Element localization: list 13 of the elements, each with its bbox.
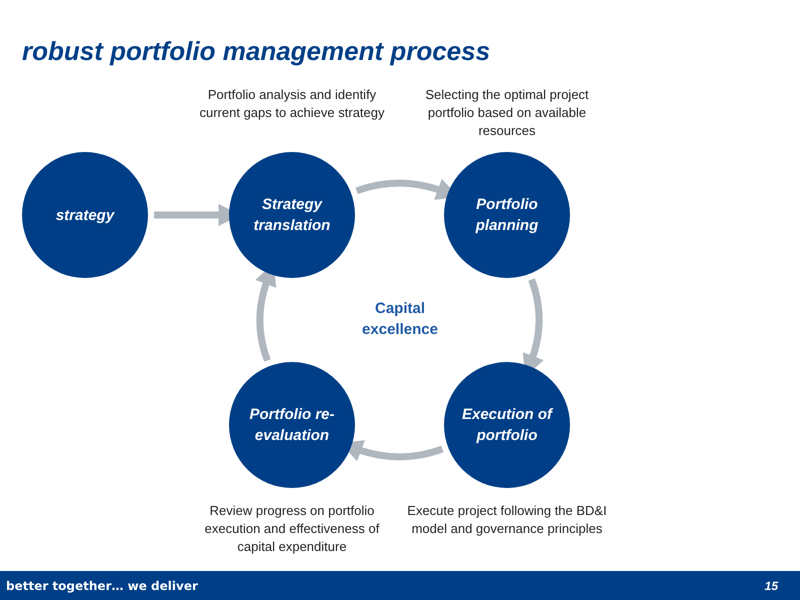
step-description: Execute project following the BD&I model and governance principles <box>407 502 607 538</box>
step-description: Review progress on portfolio execution and effectiveness of capital expenditure <box>204 502 380 556</box>
node-label: Strategy translation <box>252 195 332 236</box>
step-description: Portfolio analysis and identify current gaps to achieve strategy <box>198 86 386 122</box>
slide-title: robust portfolio management process <box>22 35 490 68</box>
node-label: Portfolio planning <box>474 195 540 236</box>
footer-tagline: better together… we deliver <box>6 578 198 595</box>
node-label: strategy <box>56 206 114 226</box>
page-number: 15 <box>764 578 778 595</box>
node-label: Portfolio re-evaluation <box>248 405 336 446</box>
node-label: Execution of portfolio <box>460 405 554 446</box>
step-description: Selecting the optimal project portfolio based on available resources <box>424 86 590 140</box>
center-label: Capital excellence <box>361 299 439 340</box>
